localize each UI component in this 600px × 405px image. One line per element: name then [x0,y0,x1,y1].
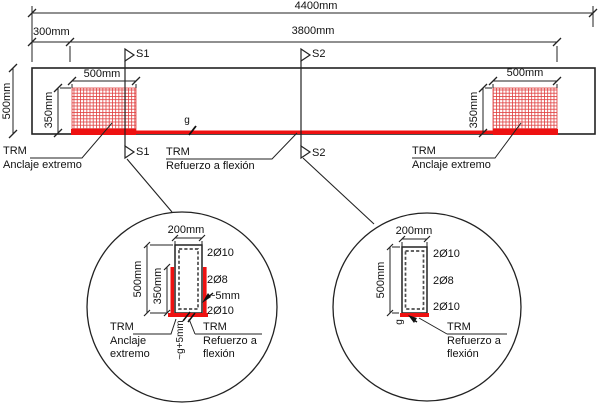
trm-flex-label-line1: TRM [166,146,190,158]
dim-anchor-height-right-label: 350mm [468,91,480,129]
left-anchor-label-line1: TRM [110,321,134,333]
trm-anchor-right-label-line2: Anclaje extremo [412,159,491,171]
detail-leaders [126,157,375,225]
section-s1-bottom-label: S1 [136,146,150,158]
gap-tick [188,125,197,136]
left-anchor-label-line3: extremo [110,348,150,360]
trm-flex-label-line2: Refuerzo a flexión [166,160,255,172]
right-flex-label-line3: flexión [447,348,479,360]
dim-beam-height-label: 500mm [1,82,13,120]
left-rebar-top-label: 2Ø10 [207,247,234,259]
right-flex-label-line1: TRM [447,321,471,333]
right-rebar-top-label: 2Ø10 [433,248,460,260]
right-rebar-middle-label: 2Ø8 [433,275,454,287]
section-flag-icon [124,47,312,160]
section-s1-top-label: S1 [136,48,150,60]
gap-label: g [184,115,190,126]
trm-anchor-left-label-line2: Anclaje extremo [3,159,82,171]
left-rebar-bottom-label: 2Ø10 [207,305,234,317]
section-s2-top-label: S2 [312,48,326,60]
right-gap-arrow [408,315,418,323]
left-thickness-arrow [202,292,214,303]
right-dim-height-label: 500mm [375,261,387,299]
dim-total-label: 4400mm [294,0,338,12]
left-rebar-middle-label: 2Ø8 [207,274,228,286]
right-flex-label-line2: Refuerzo a [447,335,501,347]
left-flex-label-line3: flexión [203,348,235,360]
trm-anchor-right-label-line1: TRM [412,145,436,157]
anchor-hatch-left [71,87,137,134]
dim-anchor-length-right-label: 500mm [506,67,544,79]
flexural-trm-strip [71,129,558,135]
left-anchor-label-line2: Anclaje [110,335,147,347]
left-dim-height-label: 500mm [132,260,144,298]
left-detail-ticks [143,234,206,317]
right-gap-label: g [394,319,405,325]
left-stirrup-dashed [178,248,199,310]
left-flex-label-line1: TRM [203,321,227,333]
left-dim-anchor-height-label: 350mm [152,267,164,305]
right-stirrup-dashed [404,250,425,310]
right-dim-width-label: 200mm [395,225,433,237]
dim-anchor-length-left-label: 500mm [83,68,121,80]
right-trm-strip [400,313,429,317]
trm-anchor-left-label-line1: TRM [3,145,27,157]
left-flex-label-line2: Refuerzo a [203,335,257,347]
dim-anchor-height-left-label: 350mm [43,91,55,129]
dimension-ticks [8,8,598,139]
left-gap-label: ~g+5mm [175,320,186,360]
anchor-hatch-right [492,87,558,134]
right-detail-ticks [386,235,431,317]
dimension-lines [12,6,594,134]
right-rebar-bottom-label: 2Ø10 [433,301,460,313]
right-detail-dims [389,238,428,314]
section-s2-bottom-label: S2 [312,147,326,159]
dim-offset-label: 300mm [33,26,70,38]
right-detail-leaders [418,317,507,335]
dim-span-label: 3800mm [291,25,335,37]
label-leaders [30,122,522,160]
left-detail-leaders [133,318,262,335]
left-trm-thickness-label: ~5mm [209,290,240,302]
left-dim-width-label: 200mm [167,224,205,236]
